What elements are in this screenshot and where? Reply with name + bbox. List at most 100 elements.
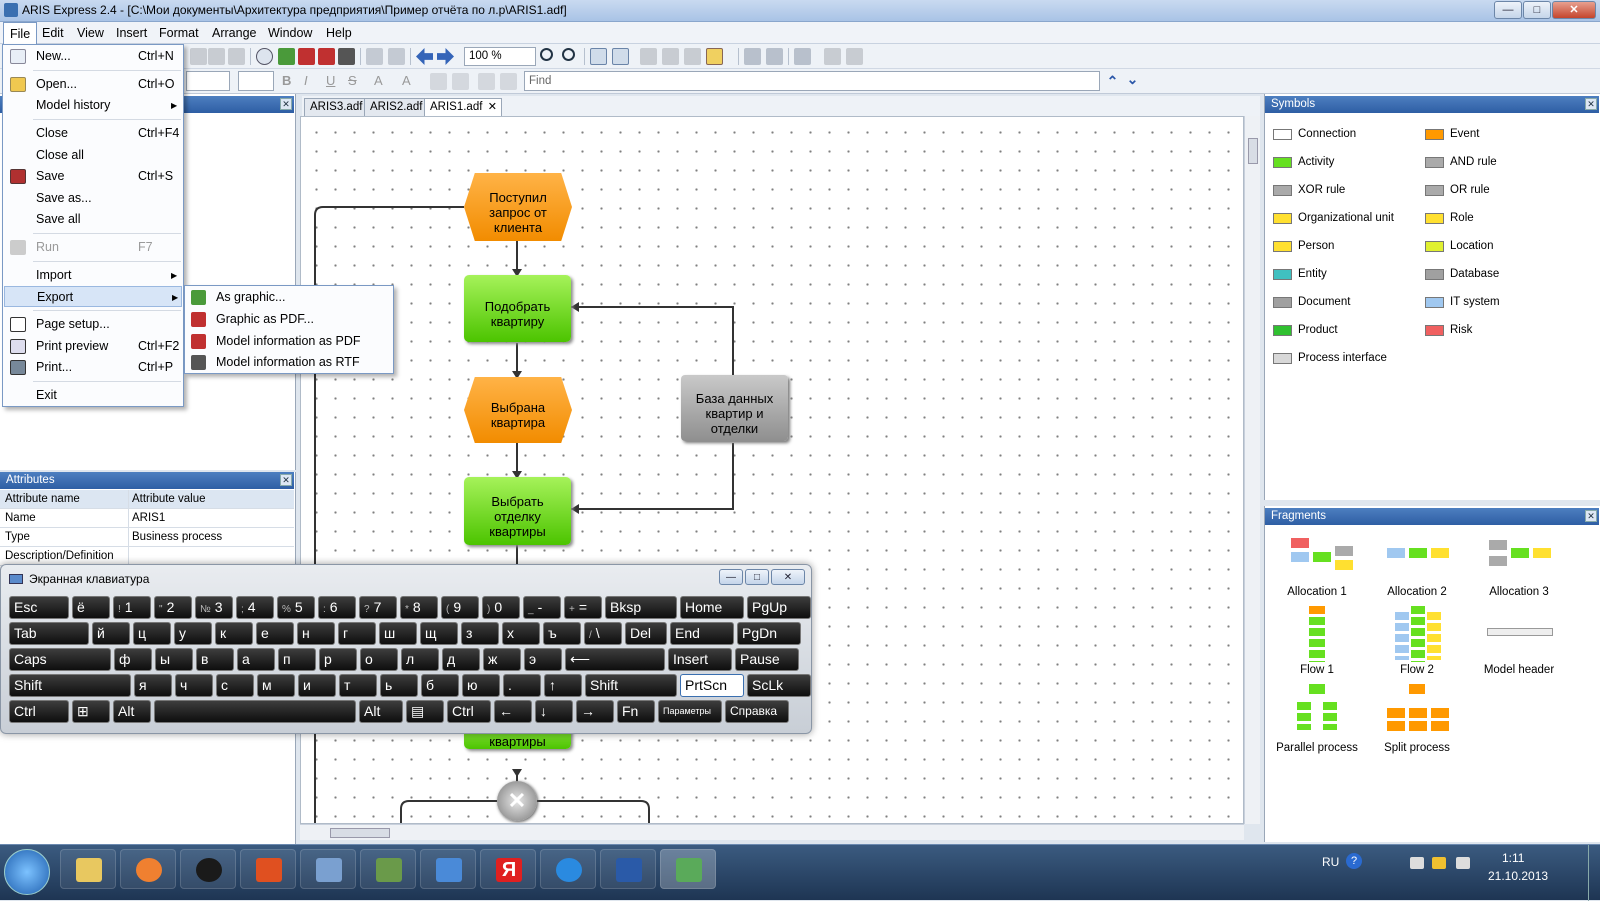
help-icon[interactable]: ? xyxy=(1346,853,1362,869)
osk-key[interactable]: с xyxy=(216,674,254,697)
osk-key[interactable]: Fn xyxy=(617,700,655,723)
forward-icon[interactable] xyxy=(437,48,454,65)
menu-item-save-as[interactable]: Save as... xyxy=(36,191,92,205)
osk-key[interactable]: PgDn xyxy=(737,622,801,645)
osk-key[interactable]: м xyxy=(257,674,295,697)
osk-key[interactable]: в xyxy=(196,648,234,671)
osk-key[interactable]: Параметры xyxy=(658,700,722,723)
vertical-scrollbar[interactable] xyxy=(1244,116,1260,824)
osk-key[interactable]: ж xyxy=(483,648,521,671)
osk-key[interactable]: Home xyxy=(680,596,744,619)
font-color-icon[interactable]: A xyxy=(374,73,383,88)
osk-key[interactable]: ф xyxy=(114,648,152,671)
taskbar-explorer[interactable] xyxy=(60,849,116,889)
menu-view[interactable]: View xyxy=(77,26,104,40)
attribute-value[interactable]: ARIS1 xyxy=(132,512,166,524)
activity-select-finishing[interactable]: Выбрать отделку квартиры xyxy=(464,477,571,545)
osk-key[interactable]: е xyxy=(256,622,294,645)
taskbar-office-tools[interactable] xyxy=(240,849,296,889)
menu-item-model-pdf[interactable]: Model information as PDF xyxy=(186,331,392,352)
underline-icon[interactable]: U xyxy=(326,73,336,88)
osk-key[interactable]: . xyxy=(503,674,541,697)
menu-item-close-all[interactable]: Close all xyxy=(36,148,84,162)
osk-key[interactable]: з xyxy=(461,622,499,645)
insert-object-icon[interactable] xyxy=(744,48,761,65)
osk-key[interactable]: → xyxy=(576,700,614,723)
bullet-list-icon[interactable] xyxy=(452,73,469,90)
horizontal-scrollbar[interactable] xyxy=(300,824,1244,840)
close-icon[interactable]: ✕ xyxy=(280,98,292,110)
arrange-front-icon[interactable] xyxy=(824,48,841,65)
menu-insert[interactable]: Insert xyxy=(116,26,148,40)
osk-close-button[interactable]: ✕ xyxy=(771,569,805,585)
find-input[interactable]: Find xyxy=(524,71,1100,91)
fragment-allocation-2[interactable]: Allocation 2 xyxy=(1367,534,1467,598)
osk-key[interactable]: щ xyxy=(420,622,458,645)
back-icon[interactable] xyxy=(416,48,433,65)
osk-key[interactable]: н xyxy=(297,622,335,645)
event-request-received[interactable]: Поступил запрос от клиента xyxy=(464,173,572,241)
osk-maximize-button[interactable]: □ xyxy=(745,569,769,585)
osk-key[interactable]: Ctrl xyxy=(447,700,491,723)
menu-format[interactable]: Format xyxy=(159,26,199,40)
tab-aris1[interactable]: ARIS1.adf ✕ xyxy=(424,98,502,116)
paste-icon[interactable] xyxy=(190,48,207,65)
osk-key[interactable]: Alt xyxy=(359,700,403,723)
osk-key[interactable]: Caps xyxy=(9,648,111,671)
close-icon[interactable]: ✕ xyxy=(487,101,497,113)
osk-key[interactable]: х xyxy=(502,622,540,645)
osk-key[interactable]: ScLk xyxy=(747,674,811,697)
insert-text-icon[interactable] xyxy=(766,48,783,65)
osk-key[interactable]: л xyxy=(401,648,439,671)
database-apartments[interactable]: База данных квартир и отделки xyxy=(681,375,788,441)
osk-key[interactable]: _- xyxy=(523,596,561,619)
taskbar-network[interactable] xyxy=(360,849,416,889)
clock-date[interactable]: 21.10.2013 xyxy=(1488,869,1549,883)
fill-color-icon[interactable] xyxy=(706,48,723,65)
taskbar-hp[interactable] xyxy=(180,849,236,889)
menu-item-import[interactable]: Import▶ xyxy=(4,265,182,286)
taskbar-aris[interactable] xyxy=(660,849,716,889)
menu-window[interactable]: Window xyxy=(268,26,313,40)
attribute-value-header[interactable]: Attribute value xyxy=(132,493,206,505)
menu-item-exit[interactable]: Exit xyxy=(36,388,57,402)
menu-item-as-graphic[interactable]: As graphic... xyxy=(186,287,392,308)
osk-key[interactable]: р xyxy=(319,648,357,671)
taskbar-control-panel[interactable] xyxy=(300,849,356,889)
info-icon[interactable] xyxy=(256,48,273,65)
fragment-model-header[interactable]: Model header xyxy=(1469,606,1569,676)
scroll-thumb[interactable] xyxy=(330,828,390,838)
zoom-in-icon[interactable] xyxy=(540,48,553,61)
strikethrough-icon[interactable]: S xyxy=(348,73,357,88)
osk-key[interactable]: к xyxy=(215,622,253,645)
osk-key[interactable]: Справка xyxy=(725,700,789,723)
osk-key[interactable]: !1 xyxy=(113,596,151,619)
layout-icon[interactable] xyxy=(640,48,657,65)
menu-item-save-all[interactable]: Save all xyxy=(36,212,81,226)
clock-time[interactable]: 1:11 xyxy=(1502,851,1525,865)
osk-key[interactable]: "2 xyxy=(154,596,192,619)
find-down-icon[interactable]: ⌄ xyxy=(1126,71,1139,87)
osk-key[interactable]: ы xyxy=(155,648,193,671)
indent-icon[interactable] xyxy=(500,73,517,90)
osk-key[interactable]: о xyxy=(360,648,398,671)
osk-key[interactable]: ц xyxy=(133,622,171,645)
osk-key[interactable]: у xyxy=(174,622,212,645)
menu-help[interactable]: Help xyxy=(326,26,352,40)
fragment-flow-1[interactable]: Flow 1 xyxy=(1267,606,1367,676)
undo-icon[interactable] xyxy=(366,48,383,65)
redo-icon[interactable] xyxy=(388,48,405,65)
zoom-select[interactable]: 100 % xyxy=(464,47,536,66)
close-icon[interactable]: ✕ xyxy=(1585,98,1597,110)
osk-key[interactable]: б xyxy=(421,674,459,697)
osk-key[interactable]: ъ xyxy=(543,622,581,645)
osk-key[interactable]: ;4 xyxy=(236,596,274,619)
align-text-icon[interactable] xyxy=(684,48,701,65)
menu-item-new[interactable]: New...Ctrl+N xyxy=(4,46,182,67)
activity-select-apartment[interactable]: Подобрать квартиру xyxy=(464,275,571,342)
osk-key[interactable]: PgUp xyxy=(747,596,811,619)
fragment-allocation-1[interactable]: Allocation 1 xyxy=(1267,534,1367,598)
osk-key[interactable]: %5 xyxy=(277,596,315,619)
menu-item-model-history[interactable]: Model history▶ xyxy=(4,95,182,116)
osk-key[interactable]: ь xyxy=(380,674,418,697)
